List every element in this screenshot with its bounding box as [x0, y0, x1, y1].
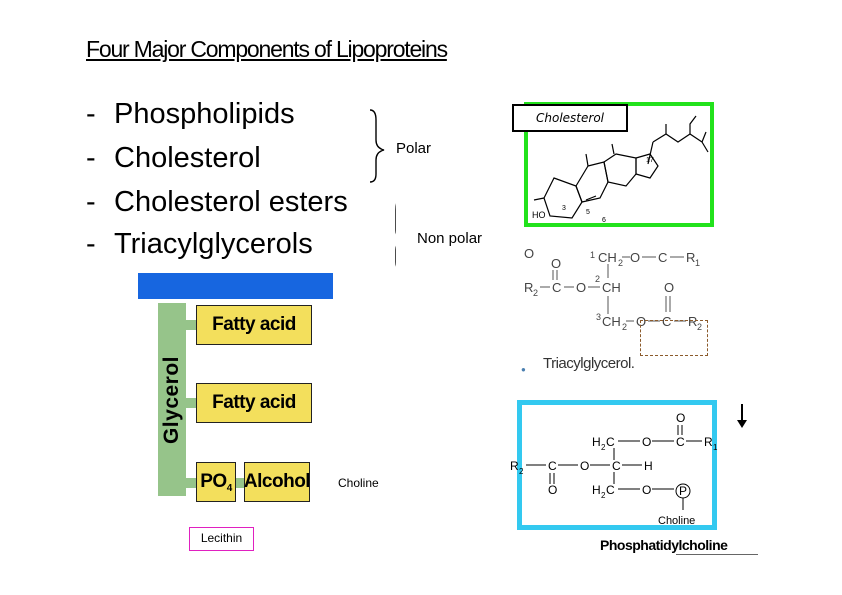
- atom-sub: 2: [697, 322, 702, 332]
- atom-r: R: [686, 250, 695, 265]
- atom-h: H: [592, 483, 601, 497]
- bullet-label: Cholesterol: [114, 142, 261, 174]
- carbon-3-label: 3: [562, 205, 566, 212]
- atom-c: C: [552, 280, 561, 295]
- carbon-17-label: 17: [646, 157, 654, 164]
- atom-c: C: [676, 435, 685, 449]
- ho-label: HO: [532, 210, 546, 220]
- atom-locant: 1: [590, 250, 595, 260]
- atom-sub: 2: [601, 491, 606, 500]
- atom-locant: 3: [596, 312, 601, 322]
- fatty-acid-2-cell: Fatty acid: [196, 383, 312, 423]
- choline-label: Choline: [338, 476, 379, 490]
- fatty-acid-2-label: Fatty acid: [212, 392, 296, 413]
- atom-o: O: [676, 411, 685, 425]
- atom-o: O: [642, 483, 651, 497]
- bullet-dot-icon: ●: [521, 365, 526, 374]
- bullet-dash: -: [86, 142, 96, 174]
- atom-o: O: [636, 314, 646, 329]
- atom-r: R: [524, 280, 533, 295]
- atom-ch2: CH: [598, 250, 617, 265]
- atom-p: P: [679, 484, 687, 498]
- lecithin-label: Lecithin: [189, 527, 254, 551]
- glycerol-backbone: [158, 303, 186, 496]
- atom-h: H: [644, 459, 653, 473]
- atom-c: C: [548, 459, 557, 473]
- alcohol-label: Alcohol: [243, 471, 311, 492]
- connector-3: [186, 478, 196, 488]
- atom-c: C: [606, 435, 615, 449]
- fatty-acid-1-label: Fatty acid: [212, 314, 296, 335]
- connector-1: [186, 320, 196, 330]
- atom-o: O: [524, 246, 534, 261]
- down-arrow-icon: [737, 404, 747, 428]
- atom-o: O: [576, 280, 586, 295]
- atom-o: O: [580, 459, 589, 473]
- slide-title: Four Major Components of Lipoproteins: [86, 36, 448, 62]
- glycerol-label-wrap: Glycerol: [158, 303, 186, 496]
- bullet-dash: -: [86, 98, 96, 130]
- atom-c: C: [606, 483, 615, 497]
- bullet-dash: -: [86, 186, 96, 218]
- atom-c: C: [612, 459, 621, 473]
- atom-r: R: [688, 314, 697, 329]
- connector-4: [236, 478, 244, 488]
- phosphatidylcholine-box: [517, 400, 717, 530]
- bullet-cholesterol-esters: - Cholesterol esters: [86, 186, 348, 219]
- triacylglycerol-structure: O 1 CH 2 O C R 1 O 2 R 2 C O CH O 3 CH 2…: [524, 246, 702, 332]
- atom-o: O: [551, 256, 561, 271]
- cholesterol-label: Cholesterol: [512, 104, 628, 132]
- polar-label: Polar: [396, 140, 432, 157]
- atom-c: C: [658, 250, 667, 265]
- pc-choline-label: Choline: [658, 515, 695, 527]
- alcohol-cell: Alcohol: [243, 462, 311, 502]
- bullet-label: Cholesterol esters: [114, 186, 348, 218]
- bullet-cholesterol: - Cholesterol: [86, 142, 261, 175]
- atom-sub: 2: [533, 288, 538, 298]
- fatty-acid-1-cell: Fatty acid: [196, 305, 312, 345]
- atom-r: R: [704, 435, 713, 449]
- atom-o: O: [548, 483, 557, 497]
- atom-c: C: [662, 314, 671, 329]
- atom-sub: 1: [713, 443, 718, 452]
- bullet-triacylglycerols: - Triacylglycerols: [86, 228, 313, 261]
- atom-sub: 2: [622, 322, 627, 332]
- atom-o: O: [642, 435, 651, 449]
- phosphatidylcholine-caption: Phosphatidylcholine: [600, 537, 728, 553]
- bracket-group: [369, 109, 396, 267]
- caption-underline: [676, 554, 758, 555]
- triacylglycerol-caption: Triacylglycerol.: [543, 355, 635, 372]
- bullet-phospholipids: - Phospholipids: [86, 98, 295, 131]
- nonpolar-label: Non polar: [417, 230, 483, 247]
- atom-ch: CH: [602, 280, 621, 295]
- atom-sub: 2: [601, 443, 606, 452]
- bullet-label: Triacylglycerols: [114, 228, 313, 260]
- atom-o: O: [664, 280, 674, 295]
- atom-h: H: [592, 435, 601, 449]
- glycerol-label: Glycerol: [160, 355, 184, 444]
- atom-locant: 2: [595, 274, 600, 284]
- atom-o: O: [630, 250, 640, 265]
- carbon-6-label: 6: [602, 217, 606, 223]
- atom-sub: 1: [695, 258, 700, 268]
- cholesterol-structure: HO 17 3 5 6: [532, 115, 709, 223]
- phosphate-label: PO: [200, 471, 227, 492]
- bullet-label: Phospholipids: [114, 98, 295, 130]
- polar-brace: [369, 109, 385, 183]
- phosphatidylcholine-structure: O H 2 C O C R 1 R 2 C O C H O H 2 C O P …: [510, 411, 718, 527]
- carbon-5-label: 5: [586, 209, 590, 216]
- bullet-dash: -: [86, 228, 96, 260]
- atom-ch2: CH: [602, 314, 621, 329]
- connector-2: [186, 398, 196, 408]
- phosphate-subscript: 4: [226, 482, 233, 494]
- highlight-dashed-box: [640, 320, 708, 356]
- atom-sub: 2: [618, 258, 623, 268]
- atom-sub: 2: [519, 467, 524, 476]
- header-bar: [138, 273, 333, 299]
- atom-r: R: [510, 459, 519, 473]
